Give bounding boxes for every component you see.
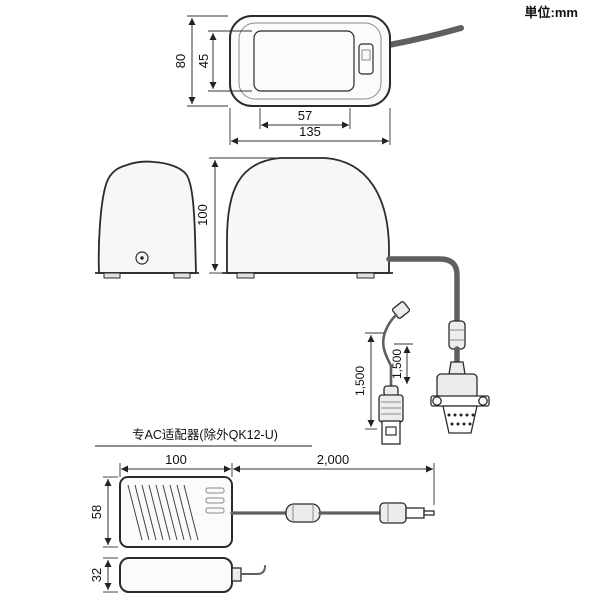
- power-led-indicator: [135, 251, 149, 265]
- power-led-dot: [140, 256, 144, 260]
- ferrite-bead: [285, 503, 321, 523]
- label-slot: [205, 487, 225, 494]
- dim-front-width: 135: [299, 124, 321, 139]
- rubber-foot: [173, 272, 191, 279]
- side-view-dimension: 100: [195, 157, 276, 274]
- adapter-side-view: [119, 557, 266, 593]
- dc-plug-tip: [423, 510, 435, 516]
- side-latch-detail: [361, 49, 371, 61]
- dim-usb-cable-length: 1,500: [353, 366, 367, 396]
- cord-exit-tab: [231, 567, 242, 582]
- side-latch: [358, 43, 374, 75]
- adapter-side-body: [119, 557, 233, 593]
- rubber-foot: [103, 272, 121, 279]
- cord-stub: [240, 565, 266, 575]
- usb-shield-hole: [385, 426, 397, 436]
- dim-front-height: 80: [173, 54, 188, 68]
- usb-cable: [381, 313, 398, 389]
- inline-ferrite: [448, 320, 466, 350]
- label-slot: [205, 507, 225, 514]
- dsub-shell: [442, 405, 478, 434]
- ac-adapter-view: [119, 476, 435, 548]
- adapter-section-title: 专AC适配器(除外QK12-U): [132, 427, 278, 442]
- front-view: [229, 15, 464, 107]
- front-view-dimensions: 80 45 57 135: [173, 15, 391, 145]
- dsub-strain-relief: [448, 361, 466, 375]
- usb-connector-assembly: [378, 301, 411, 445]
- cable-dimensions: 1,500 1,500: [353, 332, 413, 430]
- dim-adapter-side-height: 32: [89, 568, 104, 582]
- dim-side-height: 100: [195, 204, 210, 226]
- side-body: [226, 157, 390, 274]
- rubber-foot: [236, 272, 255, 279]
- dsub-screw: [478, 396, 488, 406]
- dim-adapter-cable-length: 2,000: [317, 452, 350, 467]
- reader-window: [253, 30, 355, 92]
- reader-body-front: [229, 15, 391, 107]
- dim-window-height: 45: [196, 54, 211, 68]
- dim-serial-cable-length: 1,500: [390, 349, 404, 379]
- dc-plug-body: [379, 502, 407, 524]
- dsub-connector: [430, 373, 490, 434]
- rear-view: [95, 160, 199, 279]
- side-view: [222, 157, 393, 279]
- dim-window-width: 57: [298, 108, 312, 123]
- dim-adapter-width: 100: [165, 452, 187, 467]
- interface-cable: [386, 25, 464, 48]
- dsub-hood: [436, 373, 478, 399]
- adapter-side-dimension: 32: [89, 557, 118, 593]
- rubber-foot: [356, 272, 375, 279]
- dc-plug-barrel: [405, 507, 425, 519]
- label-slot: [205, 497, 225, 504]
- unit-label: 単位:mm: [525, 5, 578, 20]
- usb-shield: [381, 420, 401, 445]
- dsub-screw: [432, 396, 442, 406]
- adapter-height-dimension: 58: [89, 476, 118, 548]
- rear-body: [97, 160, 197, 274]
- dim-adapter-height: 58: [89, 505, 104, 519]
- reader-bezel: [238, 22, 382, 100]
- vent-slots: [127, 484, 199, 541]
- adapter-dimensions-top: 100 2,000: [119, 452, 435, 505]
